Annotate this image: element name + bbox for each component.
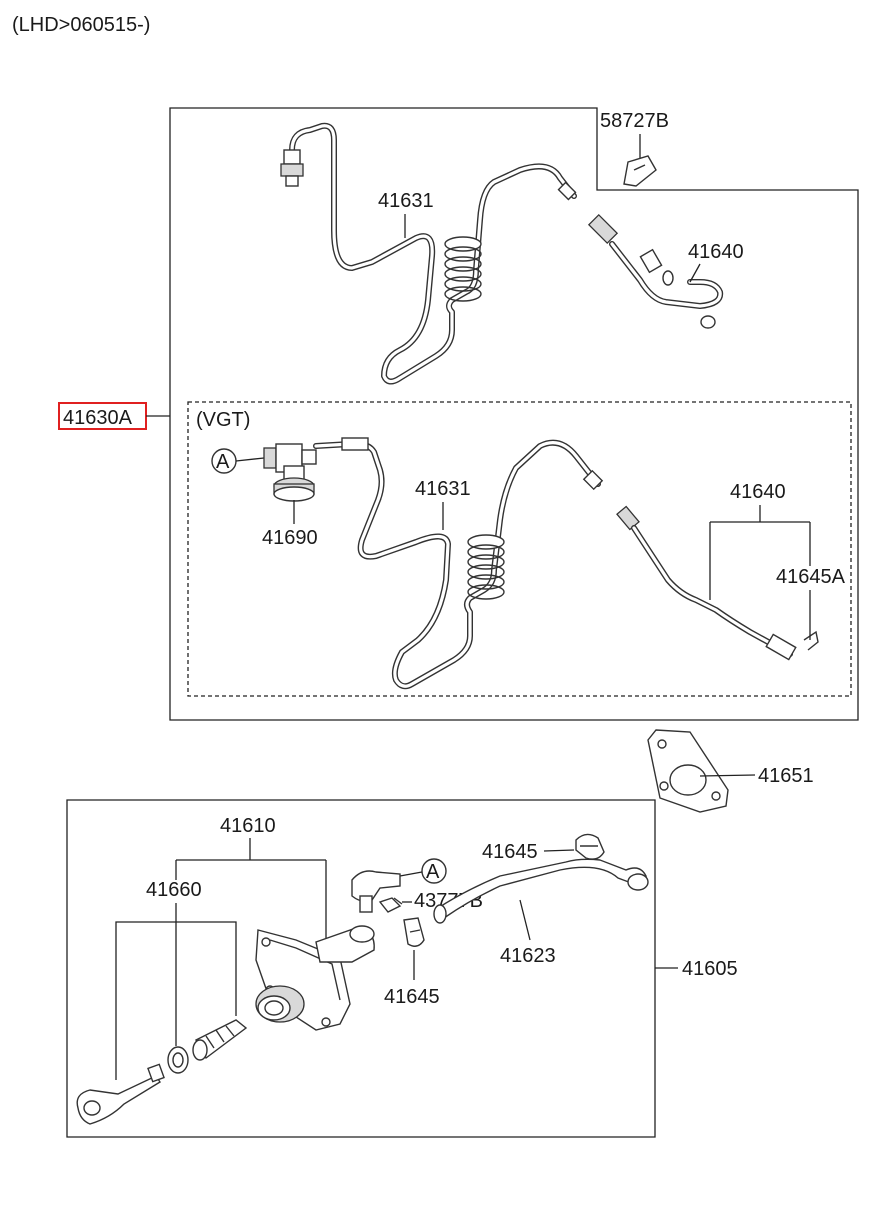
hose-41640-vgt bbox=[616, 505, 819, 661]
elbow-fitting bbox=[351, 870, 401, 913]
upper-assembly-frame bbox=[169, 107, 859, 721]
label-41640-vgt[interactable]: 41640 bbox=[730, 481, 786, 503]
tube-41631-top bbox=[280, 122, 577, 385]
label-ref-a-vgt[interactable]: A bbox=[216, 451, 230, 473]
vgt-section-frame bbox=[187, 401, 852, 697]
leader-41623 bbox=[519, 899, 531, 941]
leader-ref-a-vgt bbox=[235, 457, 265, 462]
ref-marker-a-lower bbox=[421, 858, 447, 884]
leader-41610 bbox=[176, 838, 327, 940]
leader-41651 bbox=[699, 774, 756, 777]
label-41645-bottom[interactable]: 41645 bbox=[384, 986, 440, 1008]
leader-push-rod bbox=[115, 921, 237, 1080]
clip-41645-bottom bbox=[403, 917, 425, 947]
release-cylinder-41610 bbox=[255, 925, 375, 1031]
gasket-41651 bbox=[647, 729, 729, 813]
hose-41640-top bbox=[587, 213, 724, 329]
label-41605[interactable]: 41605 bbox=[682, 958, 738, 980]
clip-41645-top bbox=[575, 833, 605, 860]
tube-41631-vgt bbox=[313, 437, 604, 690]
label-41631-top[interactable]: 41631 bbox=[378, 190, 434, 212]
label-58727B[interactable]: 58727B bbox=[600, 110, 669, 132]
label-41690[interactable]: 41690 bbox=[262, 527, 318, 549]
vgt-label: (VGT) bbox=[196, 409, 250, 431]
leader-41640-top bbox=[689, 263, 701, 283]
lower-assembly-frame bbox=[66, 799, 656, 1138]
push-rod bbox=[76, 1063, 165, 1125]
label-41623[interactable]: 41623 bbox=[500, 945, 556, 967]
connector-41690 bbox=[263, 443, 317, 502]
fitting-43777B bbox=[378, 897, 403, 913]
leader-41645-top bbox=[543, 849, 575, 852]
bellows-boot bbox=[192, 1019, 248, 1061]
bracket-58727B bbox=[623, 155, 657, 187]
leader-41640-vgt bbox=[709, 505, 811, 600]
label-ref-a-lower[interactable]: A bbox=[426, 861, 440, 883]
leader-ref-a-lower bbox=[399, 871, 423, 877]
label-41660[interactable]: 41660 bbox=[146, 879, 202, 901]
label-41631-vgt[interactable]: 41631 bbox=[415, 478, 471, 500]
header-note: (LHD>060515-) bbox=[12, 14, 150, 36]
seal-ring-41660 bbox=[167, 1046, 189, 1074]
label-41645A[interactable]: 41645A bbox=[776, 566, 846, 588]
label-41640-top[interactable]: 41640 bbox=[688, 241, 744, 263]
label-41645-top[interactable]: 41645 bbox=[482, 841, 538, 863]
hose-41623 bbox=[433, 858, 649, 924]
label-41610[interactable]: 41610 bbox=[220, 815, 276, 837]
label-41651[interactable]: 41651 bbox=[758, 765, 814, 787]
label-41630A[interactable]: 41630A bbox=[63, 407, 133, 429]
